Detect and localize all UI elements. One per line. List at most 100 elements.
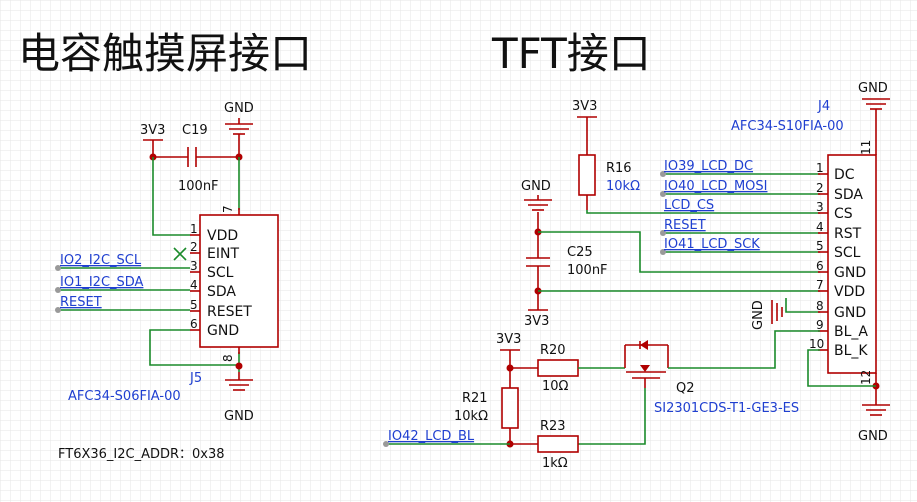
j5-pin-number: 5 xyxy=(190,298,198,312)
j4-pin-name: VDD xyxy=(834,284,865,300)
title-touch-interface: 电容触摸屏接口 xyxy=(18,29,312,78)
j5-pin-number: 4 xyxy=(190,278,198,292)
j5-pin-number: 2 xyxy=(190,240,198,254)
j5-pin-number: 3 xyxy=(190,259,198,273)
r21-value: 10kΩ xyxy=(454,409,488,424)
r16-ref: R16 xyxy=(606,161,632,176)
net-label-io41-sck: IO41_LCD_SCK xyxy=(664,237,760,252)
wire-blk-to-gnd xyxy=(807,349,876,387)
r20-resistor xyxy=(537,359,579,377)
gnd-label-j4-top: GND xyxy=(858,81,888,96)
gnd-label-c19: GND xyxy=(224,101,254,116)
r16-resistor xyxy=(578,154,596,196)
j4-section: 3V3 R16 10kΩ GND 3V3 C25 100nF xyxy=(383,81,890,471)
gnd-symbol-j5 xyxy=(225,372,253,391)
net-label-reset-j5: RESET xyxy=(60,295,102,310)
title-tft-interface: TFT接口 xyxy=(491,29,651,78)
junction-j5-gnd xyxy=(235,362,243,370)
r21-ref: R21 xyxy=(462,391,488,406)
net-label-lcd-cs: LCD_CS xyxy=(664,198,714,213)
j4-pin12-number: 12 xyxy=(859,370,873,385)
net-end-sda xyxy=(55,287,61,293)
wire-q2-to-bla xyxy=(668,330,820,369)
j4-pin-name: SCL xyxy=(834,245,861,261)
j4-net-wires xyxy=(660,171,820,255)
j5-pin-name: RESET xyxy=(207,304,252,320)
net-label-io40-mosi: IO40_LCD_MOSI xyxy=(664,179,767,194)
3v3-label-c25: 3V3 xyxy=(524,314,549,329)
net-end-bl xyxy=(383,441,389,447)
gnd-symbol-c19 xyxy=(225,118,253,135)
r16-value: 10kΩ xyxy=(606,179,640,194)
j5-pin8-number: 8 xyxy=(221,354,235,362)
i2c-address-note: FT6X36_I2C_ADDR：0x38 xyxy=(58,447,225,462)
j4-pin-name: CS xyxy=(834,206,853,222)
net-label-io1-sda: IO1_I2C_SDA xyxy=(60,275,144,290)
j4-pin-number: 8 xyxy=(816,299,824,313)
j4-part-number: AFC34-S10FIA-00 xyxy=(731,119,844,134)
j5-pin-number: 1 xyxy=(190,222,198,236)
gnd-symbol-j4-top xyxy=(862,98,890,140)
q2-mosfet xyxy=(624,340,669,388)
3v3-label-r21: 3V3 xyxy=(496,332,521,347)
wire-gnd-return xyxy=(149,329,239,366)
j5-pin-name: EINT xyxy=(207,246,239,262)
3v3-label-r16: 3V3 xyxy=(572,99,597,114)
r20-ref: R20 xyxy=(540,343,566,358)
r23-resistor xyxy=(537,435,579,453)
net-label-io2-scl: IO2_I2C_SCL xyxy=(60,253,142,268)
j4-pin-number: 4 xyxy=(816,220,824,234)
net-label-io39-dc: IO39_LCD_DC xyxy=(664,159,753,174)
j4-ref: J4 xyxy=(817,99,830,114)
j4-pin-number: 7 xyxy=(816,278,824,292)
j4-pin-number: 5 xyxy=(816,239,824,253)
c19-capacitor xyxy=(153,134,240,167)
j4-pin-number: 1 xyxy=(816,161,824,175)
j4-pin-name: GND xyxy=(834,265,866,281)
j4-pin-name: BL_A xyxy=(834,324,868,340)
j5-pin-name: SCL xyxy=(207,265,234,281)
net-label-io42-bl: IO42_LCD_BL xyxy=(388,429,475,444)
wire-3v3-to-vdd xyxy=(152,157,190,236)
gnd-symbol-c25 xyxy=(524,195,552,211)
gnd-label-j4-bottom: GND xyxy=(858,429,888,444)
wire-r16-to-cs xyxy=(586,210,820,214)
net-end-reset xyxy=(55,307,61,313)
gnd-label-j5: GND xyxy=(224,409,254,424)
j4-pin-number: 10 xyxy=(809,337,824,351)
r23-ref: R23 xyxy=(540,419,566,434)
j5-pin-name: GND xyxy=(207,323,239,339)
j4-pin-name: RST xyxy=(834,226,862,242)
j4-pin-number: 3 xyxy=(816,200,824,214)
net-end-scl xyxy=(55,265,61,271)
j5-pin-stubs xyxy=(190,234,200,331)
gnd-label-c25: GND xyxy=(521,179,551,194)
j4-pin-name: BL_K xyxy=(834,343,868,359)
j4-pin11-number: 11 xyxy=(859,140,873,155)
j5-pin-name: SDA xyxy=(207,284,236,300)
j4-pin-name: SDA xyxy=(834,187,863,203)
net-label-reset-j4: RESET xyxy=(664,218,706,233)
j4-pin-number: 9 xyxy=(816,318,824,332)
r23-value: 1kΩ xyxy=(542,456,568,471)
wire-gnd-to-pin6 xyxy=(538,231,820,273)
j5-part-number: AFC34-S06FIA-00 xyxy=(68,389,181,404)
c25-ref: C25 xyxy=(567,245,593,260)
j5-pin-number: 6 xyxy=(190,317,198,331)
q2-part-number: SI2301CDS-T1-GE3-ES xyxy=(654,401,799,416)
c19-ref: C19 xyxy=(182,123,208,138)
j4-pin-number: 6 xyxy=(816,259,824,273)
j4-connector-body xyxy=(827,154,877,374)
j5-pin-name: VDD xyxy=(207,228,238,244)
c19-value: 100nF xyxy=(178,179,219,194)
j4-pin-number: 2 xyxy=(816,181,824,195)
j4-pin-name: GND xyxy=(834,305,866,321)
c25-value: 100nF xyxy=(567,263,608,278)
gnd-symbol-j4-bottom xyxy=(862,386,890,416)
gnd-label-sideways: GND xyxy=(751,300,766,330)
3v3-label-j5: 3V3 xyxy=(140,123,165,138)
gnd-symbol-sideways xyxy=(771,298,820,324)
q2-ref: Q2 xyxy=(676,381,695,396)
